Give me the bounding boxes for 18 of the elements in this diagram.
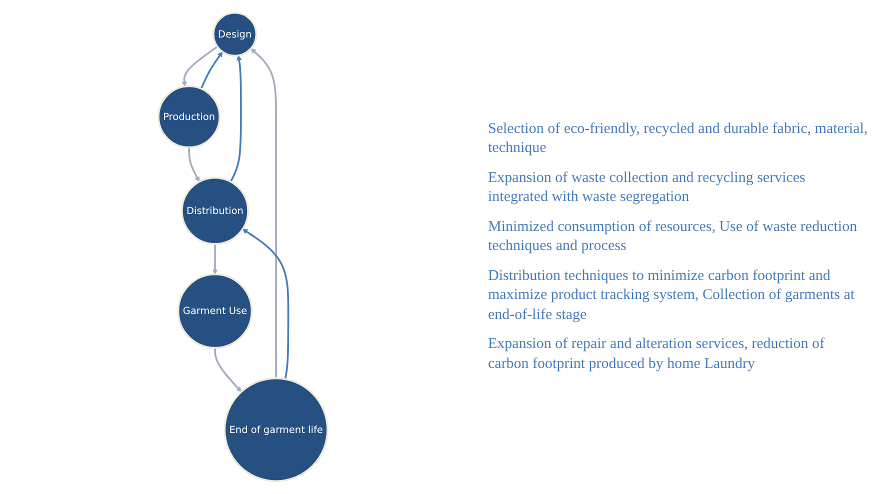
node-circle: Distribution bbox=[181, 176, 249, 245]
arrow bbox=[200, 52, 223, 90]
arrow bbox=[214, 348, 242, 392]
node-circle: Production bbox=[158, 85, 220, 148]
stage-description: Selection of eco-friendly, recycled and durable fabric, material, technique bbox=[488, 120, 868, 158]
arrow bbox=[212, 244, 218, 275]
stage-description: Expansion of repair and alteration services, reduction of carbon footprint produced by home Laundry bbox=[488, 335, 826, 374]
stage-description: Expansion of waste collection and recycling services integrated with waste segregation bbox=[488, 168, 806, 208]
arrow bbox=[182, 46, 218, 87]
arrow bbox=[188, 147, 200, 182]
node-circle: End of garment life bbox=[224, 377, 328, 482]
stage-description: Minimized consumption of resources, Use of waste reduction techniques and process bbox=[488, 218, 858, 256]
node-circle: Design bbox=[212, 12, 258, 57]
arrow bbox=[242, 228, 290, 380]
node-circle: Garment Use bbox=[177, 273, 253, 349]
arrow bbox=[250, 48, 277, 378]
stage-description: Distribution techniques to minimize carbon footprint and maximize product tracking system, Collection of garments at end-of-life stage bbox=[488, 266, 856, 325]
arrow bbox=[230, 55, 242, 182]
